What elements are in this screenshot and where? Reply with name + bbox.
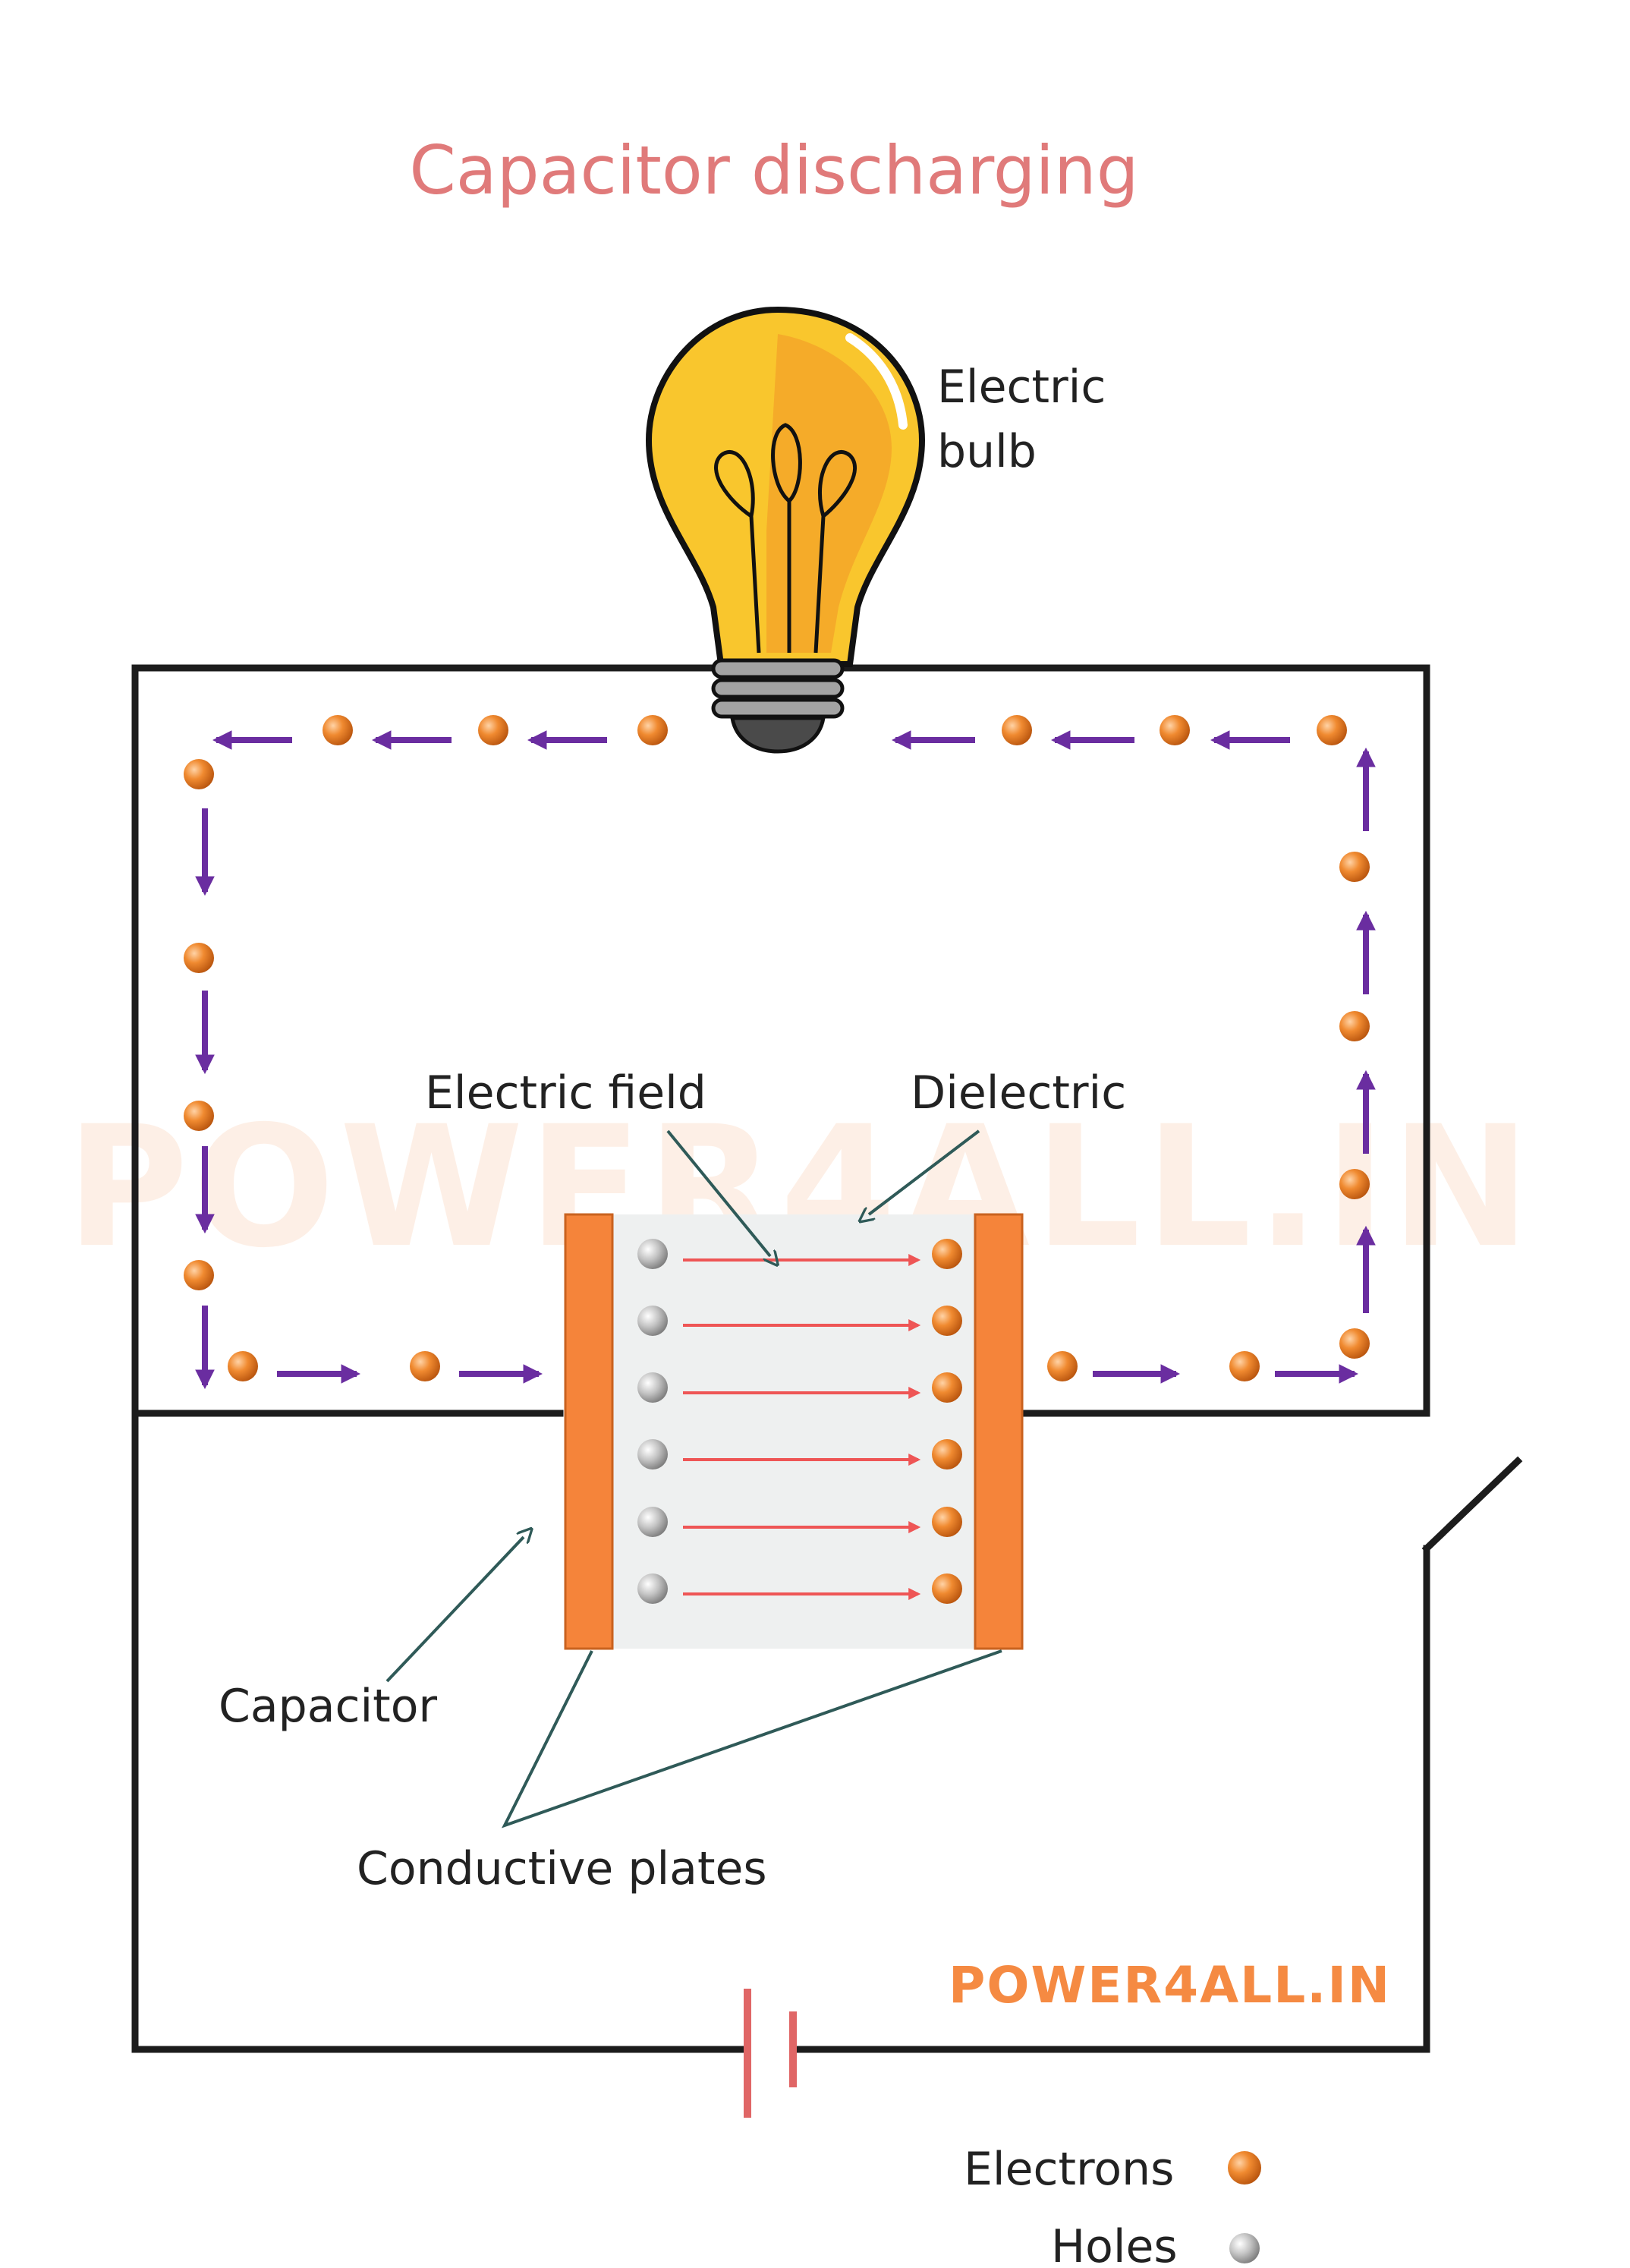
hole: [637, 1573, 668, 1604]
callout-pointers: [385, 1129, 1002, 1829]
upper-loop-wire: [778, 664, 1430, 1417]
electron: [932, 1306, 962, 1336]
conductive-plates-pointer: [502, 1649, 1002, 1829]
electron: [184, 1260, 214, 1290]
electron: [1229, 1351, 1260, 1381]
dielectric-label: Dielectric: [911, 1066, 1126, 1120]
electron: [228, 1351, 258, 1381]
electron: [1339, 1328, 1370, 1359]
electron: [184, 943, 214, 973]
electron: [478, 715, 508, 745]
electron: [1339, 1169, 1370, 1199]
flowing-electrons: [184, 715, 1370, 1381]
legend-holes-label: Holes: [1051, 2220, 1178, 2268]
dielectric-region: [607, 1214, 979, 1649]
flow-arrows: [195, 730, 1376, 1390]
legend: Electrons Holes: [964, 2143, 1261, 2268]
hole: [637, 1439, 668, 1469]
legend-electron-icon: [1228, 2151, 1261, 2185]
electron: [1002, 715, 1032, 745]
hole: [637, 1507, 668, 1537]
electron: [1339, 1011, 1370, 1041]
electron: [1317, 715, 1347, 745]
electron: [1339, 852, 1370, 882]
electron: [323, 715, 353, 745]
battery-icon: [744, 1989, 797, 2118]
lower-loop-wire: [131, 1410, 751, 2053]
plate-electrons: [932, 1239, 962, 1604]
legend-electrons-label: Electrons: [964, 2143, 1174, 2196]
capacitor-pointer: [385, 1537, 524, 1683]
bulb-label-line1: Electric: [937, 361, 1106, 414]
electron: [1160, 715, 1190, 745]
holes: [637, 1239, 668, 1604]
hole: [637, 1239, 668, 1269]
electron: [932, 1439, 962, 1469]
capacitor: [564, 1213, 1024, 1650]
electron: [1047, 1351, 1078, 1381]
electric-field-pointer: [666, 1129, 770, 1256]
diagram-title: Capacitor discharging: [409, 131, 1138, 209]
upper-loop-left-wire: [131, 664, 785, 1417]
circuit-wires: [131, 664, 1523, 2053]
right-conductive-plate: [974, 1213, 1024, 1650]
hole: [637, 1372, 668, 1403]
electron: [184, 1101, 214, 1131]
left-conductive-plate: [564, 1213, 614, 1650]
electron: [932, 1507, 962, 1537]
electron: [932, 1239, 962, 1269]
dielectric-pointer: [869, 1129, 980, 1214]
electric-field-lines: [683, 1254, 921, 1600]
conductive-plates-label: Conductive plates: [357, 1842, 767, 1895]
brand-text: POWER4ALL.IN: [949, 1956, 1391, 2014]
switch-lever: [1421, 1456, 1523, 1554]
electron: [184, 759, 214, 789]
legend-hole-icon: [1229, 2233, 1260, 2263]
lower-loop-right-wire: [793, 1545, 1430, 2053]
hole: [637, 1306, 668, 1336]
electron: [410, 1351, 440, 1381]
electron: [932, 1372, 962, 1403]
light-bulb-icon: [645, 306, 926, 754]
bulb-label-line2: bulb: [937, 425, 1037, 478]
electron: [637, 715, 668, 745]
electron: [932, 1573, 962, 1604]
electric-field-label: Electric field: [425, 1066, 706, 1120]
capacitor-label: Capacitor: [219, 1680, 437, 1733]
